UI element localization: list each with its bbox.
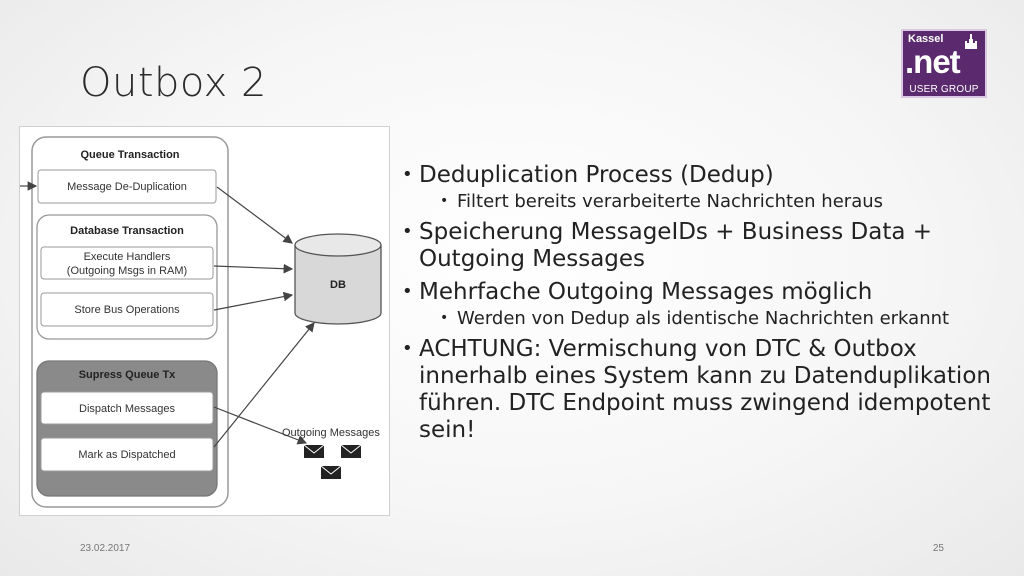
bullet-dedup-process: Deduplication Process (Dedup) — [400, 161, 1000, 189]
message-dedup-label: Message De-Duplication — [67, 181, 187, 193]
database-cylinder — [294, 233, 382, 325]
store-to-db-arrow — [213, 291, 294, 311]
page-number: 25 — [932, 543, 944, 554]
database-label: DB — [330, 279, 346, 291]
logo-city: Kassel — [908, 33, 944, 45]
suppress-queue-tx-label: Supress Queue Tx — [79, 369, 176, 381]
logo-group: USER GROUP — [909, 84, 979, 95]
dispatch-messages-label: Dispatch Messages — [79, 403, 175, 415]
handlers-to-db-arrow — [213, 263, 294, 274]
footer-date: 23.02.2017 — [80, 543, 131, 554]
queue-transaction-label: Queue Transaction — [80, 149, 179, 161]
diagram-canvas: Queue Transaction Message De-Duplication… — [20, 136, 382, 508]
slide-title: Outbox 2 — [80, 60, 267, 106]
envelope-icon — [320, 465, 342, 479]
execute-handlers-label-1: Execute Handlers — [84, 251, 171, 263]
outgoing-messages-label: Outgoing Messages — [282, 427, 380, 439]
mark-as-dispatched-label: Mark as Dispatched — [78, 449, 175, 461]
logo-brand: .net — [905, 43, 961, 80]
dedup-to-db-arrow — [216, 186, 293, 244]
message-dedup-box — [37, 169, 217, 204]
store-bus-operations-label: Store Bus Operations — [74, 304, 180, 316]
bullet-list: Deduplication Process (Dedup) Filtert be… — [400, 156, 1000, 444]
dispatch-to-outgoing-arrow — [213, 406, 308, 445]
bullet-warning: ACHTUNG: Vermischung von DTC & Outbox in… — [400, 335, 1000, 444]
mark-to-db-arrow — [213, 322, 315, 448]
bullet-multiple-outgoing: Mehrfache Outgoing Messages möglich — [400, 278, 1000, 306]
dispatch-messages-box — [40, 391, 214, 425]
suppress-queue-tx-box — [36, 360, 218, 497]
dotnet-user-group-logo: Kassel .net USER GROUP — [901, 29, 987, 98]
bullet-storage: Speicherung MessageIDs + Business Data +… — [400, 218, 1000, 273]
mark-as-dispatched-box — [40, 437, 214, 472]
outbox-diagram: Queue Transaction Message De-Duplication… — [19, 126, 390, 516]
database-transaction-label: Database Transaction — [70, 225, 184, 237]
envelope-icon — [303, 444, 325, 458]
sub-bullet-filter: Filtert bereits verarbeiterte Nachrichte… — [438, 190, 1000, 213]
castle-icon — [965, 34, 977, 49]
execute-handlers-box — [40, 246, 214, 280]
execute-handlers-label-2: (Outgoing Msgs in RAM) — [67, 265, 187, 277]
sub-bullet-identical: Werden von Dedup als identische Nachrich… — [438, 307, 1000, 330]
store-bus-operations-box — [40, 292, 214, 327]
envelope-icon — [340, 444, 362, 458]
